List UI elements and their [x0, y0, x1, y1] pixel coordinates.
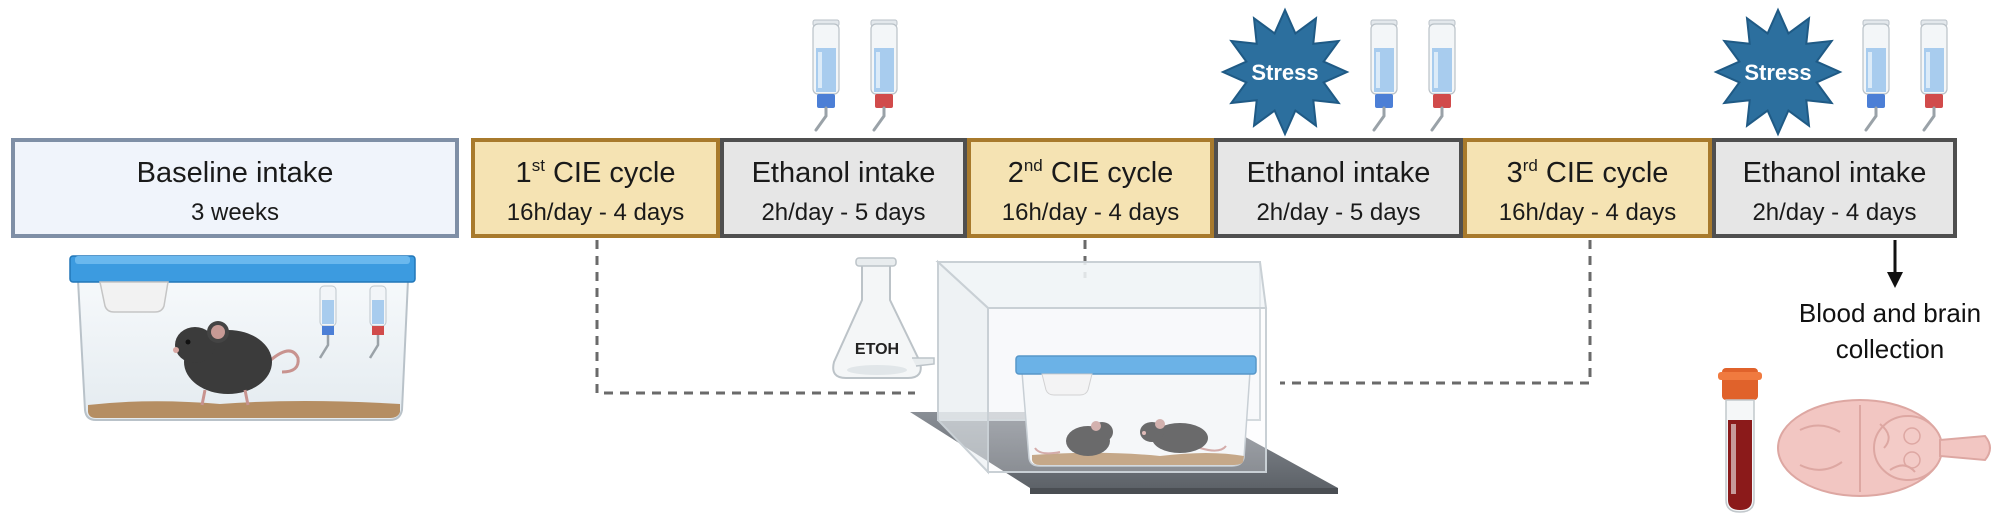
- segment-title-main: Ethanol intake: [1743, 157, 1927, 189]
- segment-title: 2nd CIE cycle: [1008, 156, 1174, 189]
- flask-body: [832, 261, 922, 379]
- segment-title: Ethanol intake: [1247, 157, 1431, 189]
- segment-subtitle: 16h/day - 4 days: [1499, 199, 1676, 226]
- segment-title-main: Ethanol intake: [752, 157, 936, 189]
- flask-label: ETOH: [855, 341, 899, 358]
- timeline-box: [11, 138, 459, 238]
- timeline-segment-2: 1st CIE cycle 16h/day - 4 days: [471, 138, 720, 238]
- cage-lid-top: [75, 256, 410, 264]
- segment-title: Ethanol intake: [752, 157, 936, 189]
- cie-connectors: [595, 240, 1592, 395]
- timeline-box: [1712, 138, 1957, 238]
- home-cage-baseline: [69, 255, 416, 421]
- cage-bedding: [88, 401, 400, 418]
- collection-label-line1: Blood and brain: [1799, 298, 1981, 328]
- segment-title-rest: CIE cycle: [1043, 157, 1174, 189]
- segment-title-main: Ethanol intake: [1247, 157, 1431, 189]
- water-bottle-icon: [1370, 19, 1398, 132]
- ethanol-bottle-icon: [1920, 19, 1948, 132]
- segment-subtitle: 16h/day - 4 days: [507, 199, 684, 226]
- timeline-segment-6: 3rd CIE cycle 16h/day - 4 days: [1463, 138, 1712, 238]
- chamber-front: [987, 307, 1267, 473]
- drinking-bottles: [812, 19, 1948, 132]
- timeline-segment-4: 2nd CIE cycle 16h/day - 4 days: [967, 138, 1214, 238]
- blood-tube-icon: [1718, 368, 1762, 513]
- timeline-box: [1463, 138, 1712, 238]
- mouse-icon: [1140, 419, 1227, 453]
- connector-cie-1: [595, 240, 915, 395]
- water-bottle-icon: [812, 19, 840, 132]
- ethanol-flask: ETOH: [832, 257, 935, 379]
- stress-badge-1: Stress: [1220, 7, 1350, 137]
- segment-title: Baseline intake: [137, 157, 334, 189]
- timeline-box: [967, 138, 1214, 238]
- segment-title: Ethanol intake: [1743, 157, 1927, 189]
- segment-subtitle: 2h/day - 5 days: [761, 199, 925, 226]
- segment-title-sup: nd: [1024, 156, 1043, 175]
- segment-title-main: 3: [1507, 157, 1523, 189]
- segment-title-sup: st: [532, 156, 546, 175]
- segment-title-main: 2: [1008, 157, 1024, 189]
- collection-arrow: [1887, 240, 1903, 288]
- mouse-icon: [1034, 421, 1113, 456]
- food-hopper: [99, 281, 169, 313]
- mouse-icon: [173, 321, 300, 406]
- chamber-top: [935, 261, 1268, 309]
- segment-subtitle: 16h/day - 4 days: [1002, 199, 1179, 226]
- ethanol-bottle-icon: [870, 19, 898, 132]
- timeline-segment-3: Ethanol intake 2h/day - 5 days: [720, 138, 967, 238]
- segment-title: 3rd CIE cycle: [1507, 156, 1669, 189]
- segment-title-sup: rd: [1523, 156, 1538, 175]
- connector-cie-3: [1280, 240, 1592, 385]
- stress-label-1: Stress: [1251, 60, 1318, 85]
- ethanol-bottle-icon: [1428, 19, 1456, 132]
- stress-star-icon: [1713, 7, 1843, 137]
- inner-cage-lid: [1015, 355, 1257, 375]
- timeline-segment-7: Ethanol intake 2h/day - 4 days: [1712, 138, 1957, 238]
- stress-label-2: Stress: [1744, 60, 1811, 85]
- segment-title-rest: CIE cycle: [545, 157, 676, 189]
- vapor-chamber: [910, 259, 1338, 494]
- segment-subtitle: 2h/day - 5 days: [1256, 199, 1420, 226]
- timeline-segment-5: Ethanol intake 2h/day - 5 days: [1214, 138, 1463, 238]
- water-bottle-icon: [1862, 19, 1890, 132]
- segment-subtitle: 3 weeks: [191, 199, 279, 226]
- timeline-box: [1214, 138, 1463, 238]
- cage-water-bottles: [318, 285, 387, 359]
- stress-badge-2: Stress: [1713, 7, 1843, 137]
- timeline-box: [720, 138, 967, 238]
- timeline-segment-1: Baseline intake 3 weeks: [11, 138, 459, 238]
- collection-label-line2: collection: [1836, 334, 1944, 364]
- stress-star-icon: [1220, 7, 1350, 137]
- timeline-box: [471, 138, 720, 238]
- segment-title: 1st CIE cycle: [516, 156, 676, 189]
- segment-title-main: Baseline intake: [137, 157, 334, 189]
- segment-title-main: 1: [516, 157, 532, 189]
- segment-subtitle: 2h/day - 4 days: [1752, 199, 1916, 226]
- brain-icon: [1777, 399, 1991, 497]
- timeline-bar: Baseline intake 3 weeks 1st CIE cycle 16h/d…: [11, 138, 1957, 238]
- segment-title-rest: CIE cycle: [1538, 157, 1669, 189]
